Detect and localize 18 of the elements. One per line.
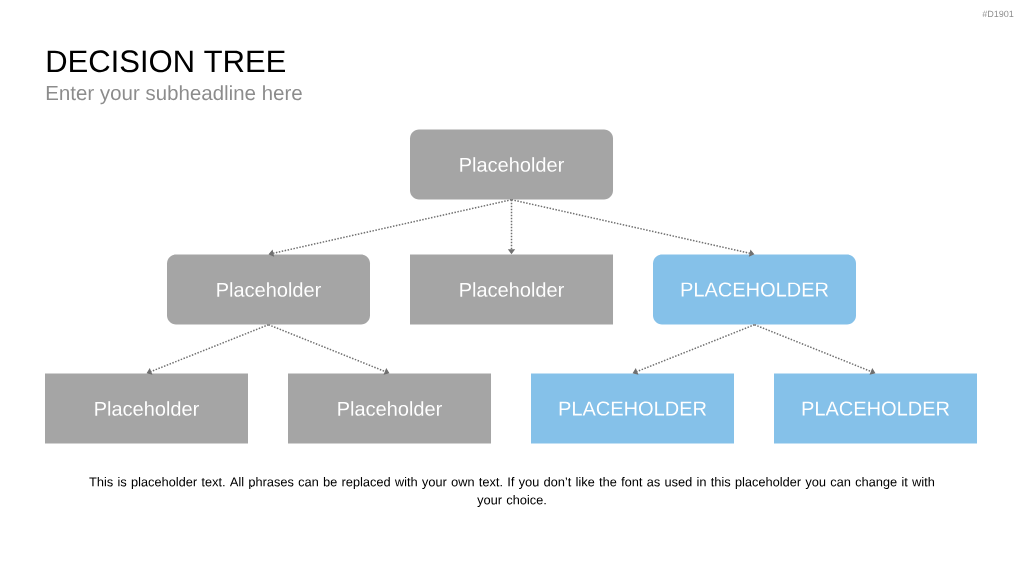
rounded-box: Placeholder xyxy=(167,254,370,325)
arrow xyxy=(632,323,756,375)
rounded-box: PLACEHOLDER xyxy=(653,254,856,325)
rectangle-box: PLACEHOLDER xyxy=(774,373,977,444)
rectangle-box: Placeholder xyxy=(45,373,248,444)
rectangle-box: PLACEHOLDER xyxy=(531,373,734,444)
caption: This is placeholder text. All phrases can be replaced with your own text. If you don’t like the font as used in this placeholder you can change it with your choice. xyxy=(89,477,934,507)
code-label: #D1901 xyxy=(982,10,1014,18)
arrow xyxy=(753,323,876,375)
subheadline: Enter your subheadline here xyxy=(46,85,302,105)
rectangle-box: Placeholder xyxy=(288,373,491,444)
arrow xyxy=(267,323,390,375)
rounded-box: Placeholder xyxy=(410,129,613,200)
arrow xyxy=(268,198,513,257)
arrow xyxy=(510,198,755,257)
arrow xyxy=(146,323,270,375)
rectangle-box: Placeholder xyxy=(410,254,613,325)
title: DECISION TREE xyxy=(47,50,285,73)
